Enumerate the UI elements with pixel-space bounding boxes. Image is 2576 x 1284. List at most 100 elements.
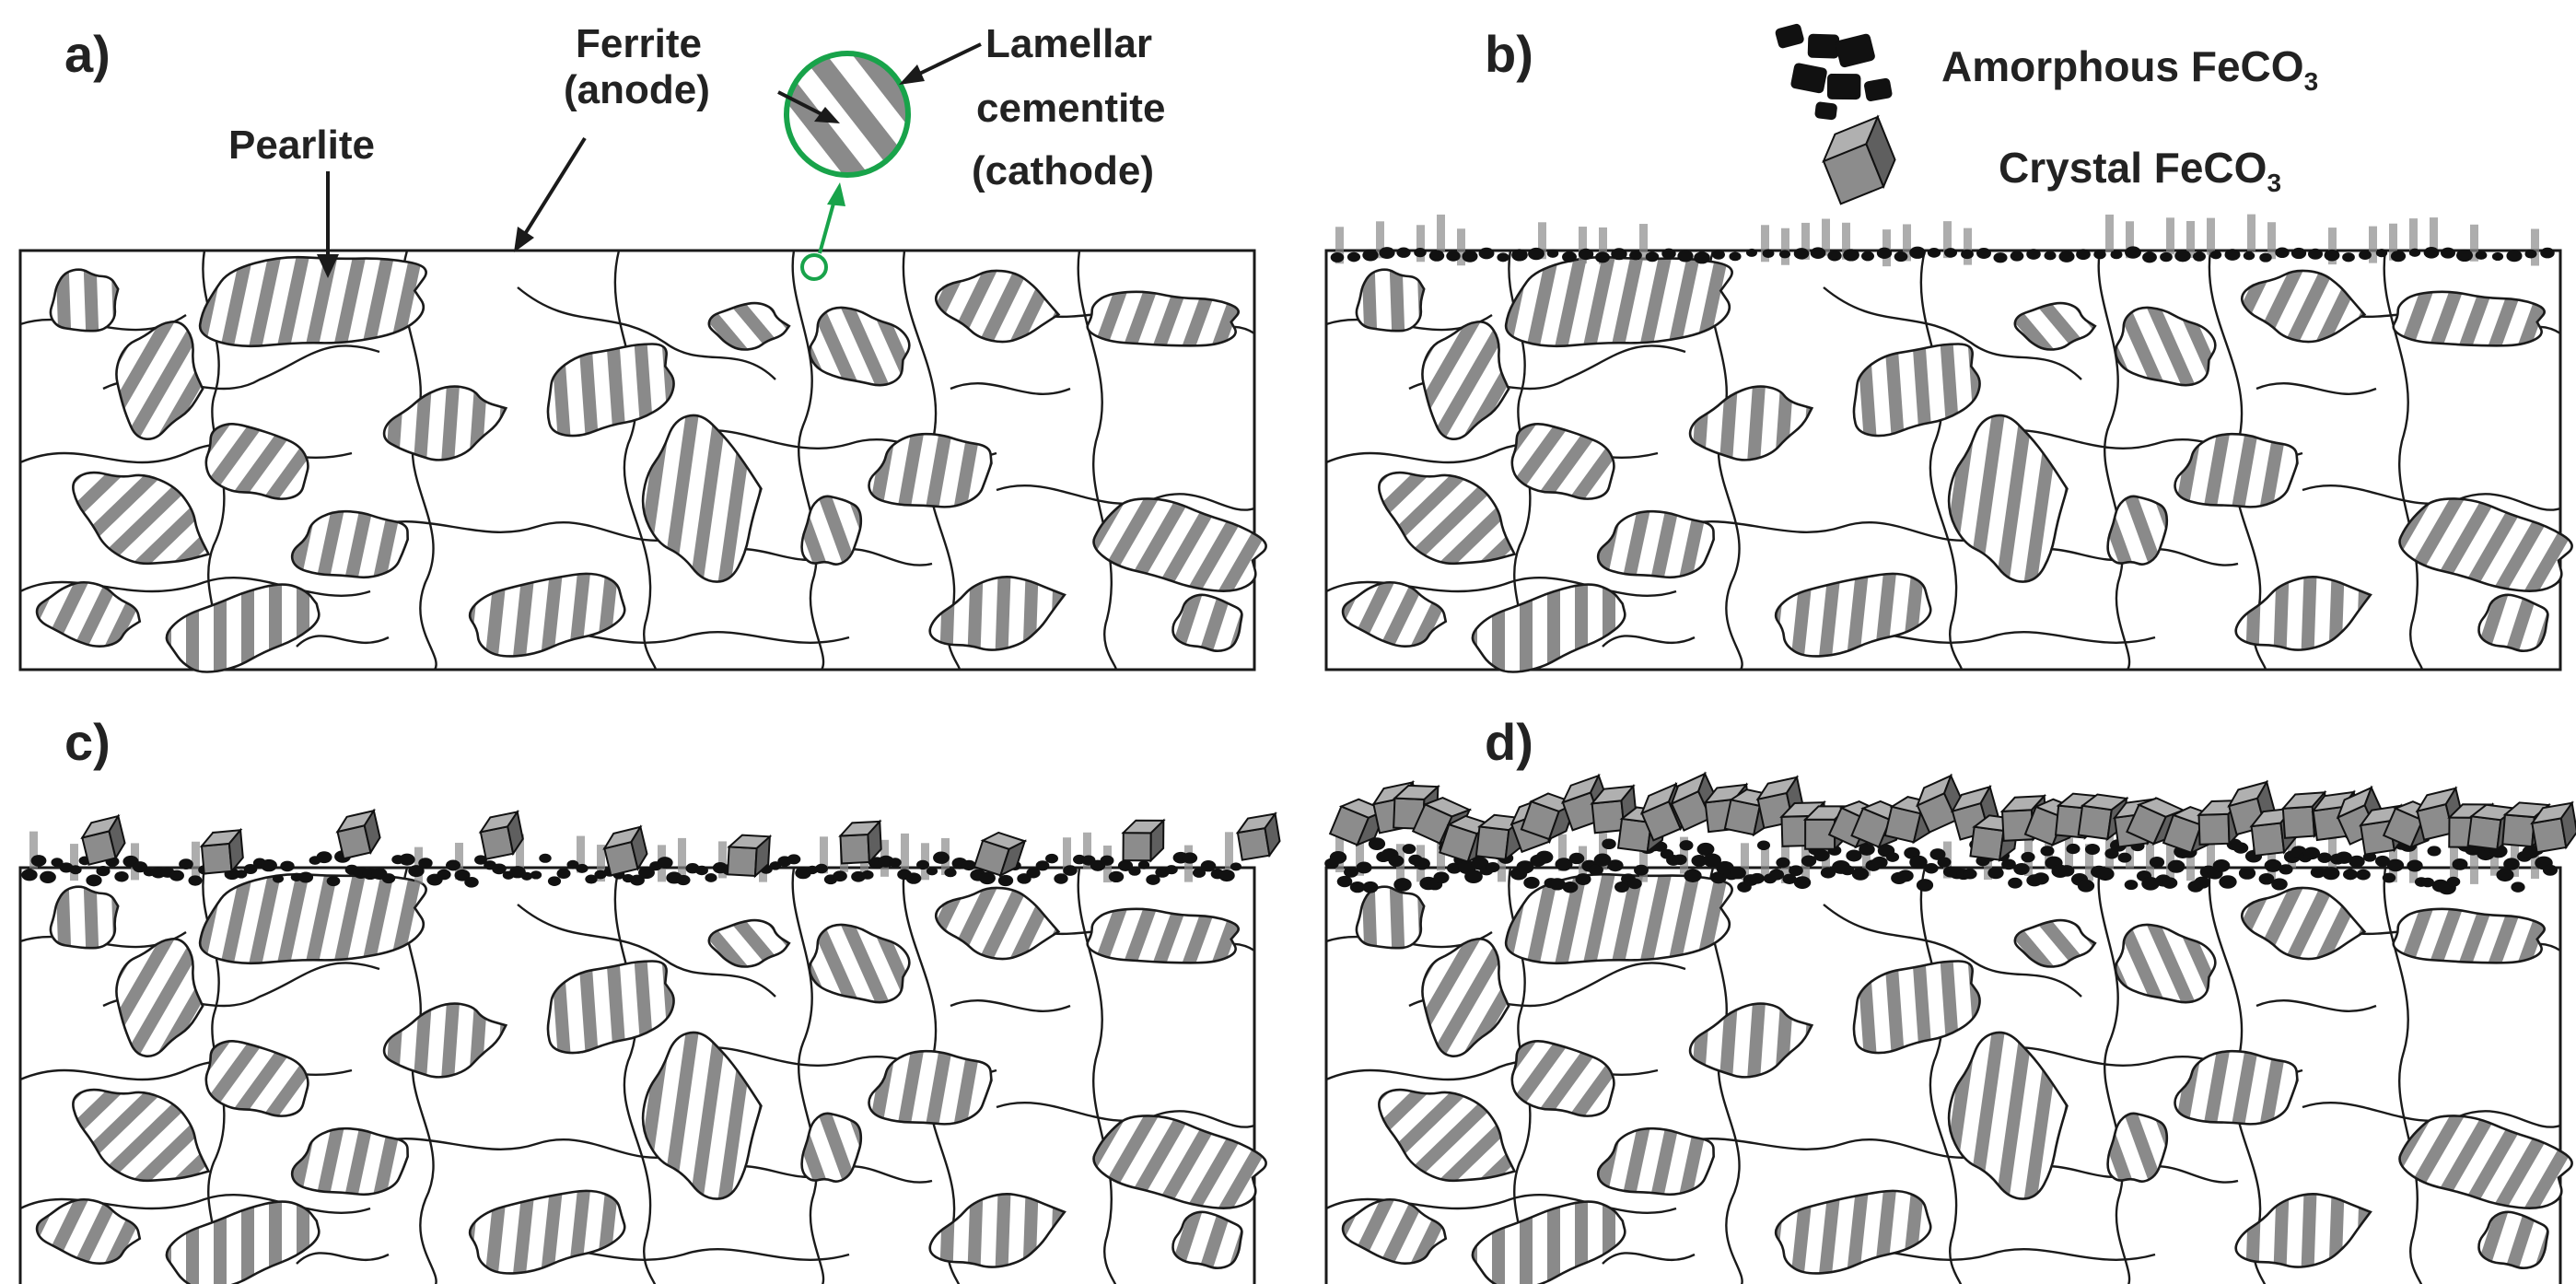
pearlite-colony — [808, 306, 911, 387]
cementite-remnant — [2490, 838, 2499, 876]
pearlite-colony — [1774, 572, 1932, 658]
cementite-remnant — [678, 837, 686, 875]
pearlite-colony — [165, 1200, 321, 1284]
amorphous-clump-piece — [1814, 101, 1837, 121]
amorphous-feco3-particle — [2077, 879, 2095, 893]
amorphous-feco3-particle — [1192, 868, 1206, 878]
amorphous-feco3-particle — [2382, 872, 2396, 883]
legend-crystal-label: Crystal FeCO3 — [1999, 144, 2281, 197]
cementite-remnant — [1498, 845, 1506, 882]
pearlite-colony — [35, 580, 142, 648]
amorphous-feco3-particle — [2194, 876, 2210, 889]
pearlite-colony — [707, 918, 791, 968]
amorphous-feco3-particle — [1362, 249, 1379, 262]
amorphous-feco3-particle — [1851, 867, 1870, 881]
amorphous-feco3-particle — [2475, 251, 2488, 260]
amorphous-feco3-particle — [1614, 881, 1629, 893]
amorphous-feco3-particle — [2093, 250, 2106, 260]
amorphous-feco3-particle — [1336, 875, 1353, 888]
cementite-remnant — [2267, 222, 2276, 260]
amorphous-feco3-particle — [1703, 853, 1721, 868]
amorphous-feco3-particle — [905, 872, 922, 884]
cementite-remnant — [2247, 214, 2255, 251]
amorphous-feco3-particle — [51, 858, 64, 868]
amorphous-feco3-particle — [1916, 879, 1934, 892]
cementite-remnant — [2328, 228, 2337, 265]
cementite-label-line1: Lamellar — [985, 21, 1152, 66]
grain-boundary — [791, 867, 825, 1284]
pearlite-colony — [2174, 1049, 2299, 1126]
cementite-remnant — [2531, 228, 2539, 266]
crystal-feco3-particle — [1916, 773, 1964, 834]
amorphous-feco3-particle — [2310, 866, 2326, 879]
amorphous-feco3-particle — [630, 874, 645, 886]
amorphous-feco3-particle — [2125, 246, 2141, 259]
pearlite-colony — [928, 576, 1067, 651]
amorphous-feco3-particle — [1146, 874, 1160, 885]
crystal-feco3-particle — [2530, 800, 2576, 854]
amorphous-feco3-particle — [1661, 248, 1676, 260]
amorphous-feco3-particle — [1677, 250, 1694, 263]
pearlite-colony — [1596, 509, 1715, 579]
pearlite-colony — [1947, 414, 2069, 583]
crystal-feco3-particle — [973, 831, 1028, 878]
amorphous-feco3-particle — [2076, 249, 2091, 261]
pearlite-colony — [198, 872, 427, 965]
amorphous-feco3-particle — [1344, 866, 1358, 878]
amorphous-feco3-particle — [2359, 250, 2372, 261]
amorphous-feco3-particle — [1464, 870, 1483, 884]
cementite-remnant — [1599, 227, 1607, 264]
cementite-remnant — [820, 836, 828, 874]
amorphous-feco3-particle — [1045, 853, 1058, 864]
amorphous-feco3-particle — [96, 865, 111, 877]
pearlite-colony — [1471, 1200, 1626, 1284]
amorphous-feco3-particle — [86, 874, 102, 887]
amorphous-feco3-particle — [114, 870, 129, 882]
amorphous-feco3-particle — [2317, 852, 2332, 863]
amorphous-feco3-particle — [243, 864, 258, 875]
cementite-remnant — [2065, 837, 2073, 875]
grain-boundary — [517, 286, 776, 380]
amorphous-feco3-particle — [2374, 855, 2391, 867]
grain-boundary — [19, 577, 371, 597]
grain-boundary — [2097, 250, 2131, 671]
cementite-remnant — [2328, 833, 2337, 870]
grain-boundary — [296, 635, 390, 648]
pearlite-colony — [934, 269, 1061, 344]
pearlite-colony — [808, 923, 911, 1004]
amorphous-feco3-particle — [2124, 880, 2139, 891]
amorphous-feco3-particle — [1756, 840, 1771, 851]
amorphous-feco3-particle — [1497, 252, 1509, 263]
amorphous-feco3-particle — [2243, 251, 2255, 261]
zoom-cementite-arrow — [911, 42, 982, 79]
amorphous-feco3-particle — [2511, 881, 2525, 893]
pearlite-colony — [198, 255, 427, 348]
pearlite-colony — [2477, 1210, 2549, 1269]
cementite-remnant — [1416, 225, 1425, 263]
cementite-remnant — [1335, 227, 1344, 264]
pearlite-colony — [1341, 1197, 1448, 1265]
amorphous-feco3-particle — [676, 874, 691, 886]
amorphous-feco3-particle — [1182, 852, 1198, 864]
amorphous-feco3-particle — [2349, 855, 2365, 868]
amorphous-feco3-particle — [2058, 251, 2075, 263]
cementite-remnant — [2531, 841, 2539, 879]
amorphous-feco3-particle — [1793, 248, 1810, 260]
pearlite-colony — [2013, 301, 2097, 351]
pearlite-colony — [2240, 269, 2367, 344]
crystal-feco3-particle — [335, 808, 381, 860]
amorphous-feco3-particle — [1691, 855, 1708, 867]
amorphous-feco3-particle — [418, 858, 433, 869]
pearlite-colony — [2477, 593, 2549, 652]
cementite-remnant — [597, 845, 605, 882]
amorphous-feco3-particle — [2407, 859, 2423, 872]
amorphous-feco3-particle — [705, 873, 717, 882]
cementite-remnant — [29, 831, 38, 869]
amorphous-feco3-particle — [1063, 865, 1078, 876]
grain-boundary — [369, 1138, 684, 1159]
pearlite-colony — [1510, 1040, 1615, 1117]
pearlite-colony — [868, 1049, 993, 1126]
pearlite-colony — [1092, 497, 1267, 593]
legend-amorphous-label: Amorphous FeCO3 — [1941, 42, 2318, 96]
amorphous-feco3-particle — [1684, 869, 1702, 882]
